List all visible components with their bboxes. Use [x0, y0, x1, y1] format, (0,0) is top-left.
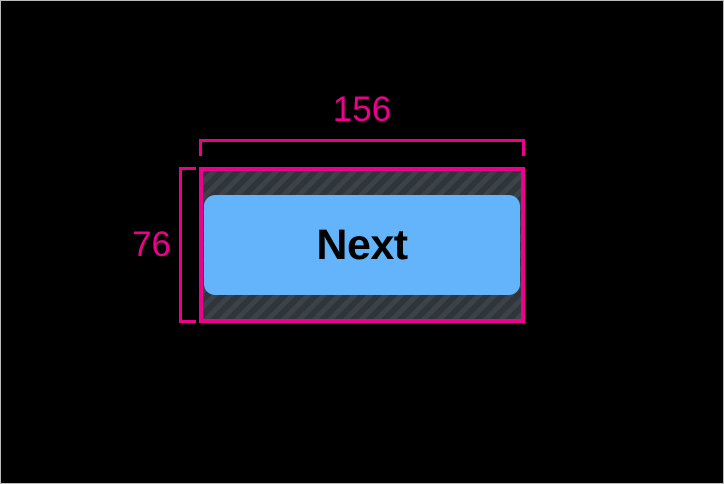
width-caliper [199, 139, 525, 161]
width-caliper-bar [199, 139, 525, 142]
element-inset-stack: Next [203, 171, 521, 319]
height-caliper-tick-start [179, 167, 196, 170]
control-row: Next [203, 195, 521, 295]
height-caliper [179, 167, 201, 323]
width-measurement-label: 156 [332, 90, 392, 129]
height-caliper-bar [179, 167, 182, 323]
height-measurement-label: 76 [132, 225, 171, 264]
next-button[interactable]: Next [204, 195, 520, 295]
top-inset-band [203, 171, 521, 195]
bottom-inset-band [203, 295, 521, 319]
width-caliper-tick-end [522, 139, 525, 156]
height-caliper-tick-end [179, 320, 196, 323]
element-bounds-outline [199, 167, 525, 323]
width-caliper-tick-start [199, 139, 202, 156]
